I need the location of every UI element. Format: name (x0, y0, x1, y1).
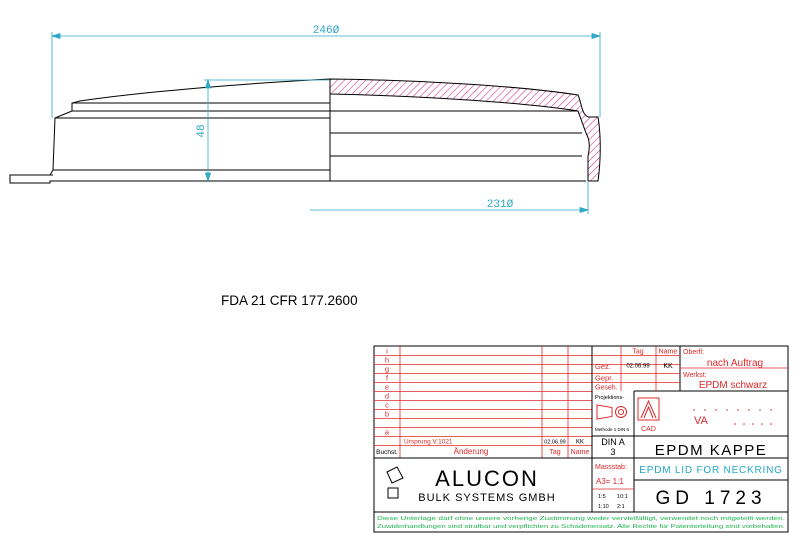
title-block-frame (373, 345, 789, 533)
rev-a-name: KK (576, 440, 584, 446)
fda-note: FDA 21 CFR 177.2600 (221, 293, 358, 308)
drawing-number: GD 1723 (655, 488, 766, 509)
title-block: i h g f e d c b a Ursprung V.1021 02.06.… (373, 345, 789, 533)
rev-a-date: 02.06.99 (544, 440, 565, 446)
massstab-value: A3= 1:1 (596, 477, 624, 486)
dim-48-label: 48 (196, 124, 208, 137)
projektion-label: Projektions- (595, 395, 624, 401)
hatched-section (329, 78, 601, 182)
dim-231-label: 231Ø (487, 199, 514, 211)
company-name: ALUCON (435, 466, 539, 491)
revision-grid (374, 346, 592, 458)
projection-symbol-icon (596, 404, 627, 420)
tag-label: Tag (632, 349, 643, 356)
rev-header-buchst: Buchst. (376, 449, 398, 456)
scale-option: 1:5 (598, 494, 606, 500)
company-subtitle: BULK SYSTEMS GMBH (418, 492, 555, 504)
revision-letters: i h g f e d c b a (385, 347, 390, 437)
din-value: 3 (610, 447, 615, 457)
title-german: EPDM KAPPE (655, 442, 768, 459)
dim-246-label: 246Ø (313, 25, 340, 37)
geseh-label: Geseh. (595, 385, 618, 392)
dim-arrow (204, 172, 212, 183)
gepr-label: Gepr. (595, 374, 613, 383)
footer-line-2: Zuwiderhandlungen sind strafbar und verp… (377, 524, 786, 530)
gez-label: Gez. (595, 362, 611, 371)
rev-letter: e (385, 383, 389, 392)
rev-header-tag: Tag (549, 449, 560, 456)
footer-line-1: Diese Unterlage darf ohne unsere vorheri… (377, 516, 786, 522)
scale-option: 10:1 (617, 494, 628, 500)
massstab-label: Massstab: (595, 464, 627, 471)
dim-arrow (591, 32, 602, 40)
rev-header-name: Name (571, 449, 590, 456)
cad-logo-icon (637, 397, 660, 421)
gez-name: KK (663, 363, 673, 370)
scale-option: 1:10 (598, 504, 609, 510)
rev-letter: f (386, 374, 389, 383)
rev-letter: c (385, 401, 389, 410)
name-label: Name (659, 349, 678, 356)
cad-label: CAD (641, 426, 656, 433)
rev-letter: b (385, 410, 389, 419)
rev-letter: i (386, 347, 388, 356)
rev-letter: g (385, 365, 389, 374)
title-english: EPDM LID FOR NECKRING (639, 465, 782, 476)
dim-arrow (204, 78, 212, 89)
rev-a-text: Ursprung V.1021 (404, 439, 453, 446)
alucon-logo-icon (386, 466, 404, 499)
methode-label: Methode 1 DIN 6 (595, 427, 630, 432)
gez-date: 02.06.99 (626, 364, 650, 370)
part-view (9, 78, 586, 184)
oberfl-value: nach Auftrag (707, 358, 763, 369)
oberfl-label: Oberfl: (683, 349, 704, 356)
rev-letter: h (385, 356, 389, 365)
scale-option: 2:1 (617, 504, 625, 510)
dimensions (50, 32, 602, 214)
dotted-field (693, 409, 772, 425)
va-label: VA (694, 415, 709, 427)
din-label: DIN A (601, 437, 625, 447)
rev-header-aenderung: Änderung (454, 447, 489, 456)
rev-letter: d (385, 392, 389, 401)
werkst-value: EPDM schwarz (699, 380, 767, 391)
dim-arrow (50, 32, 61, 40)
part-outline-left (9, 78, 331, 184)
rev-letter: a (385, 428, 390, 437)
dim-arrow (579, 206, 590, 214)
werkst-label: Werkst: (683, 372, 707, 379)
